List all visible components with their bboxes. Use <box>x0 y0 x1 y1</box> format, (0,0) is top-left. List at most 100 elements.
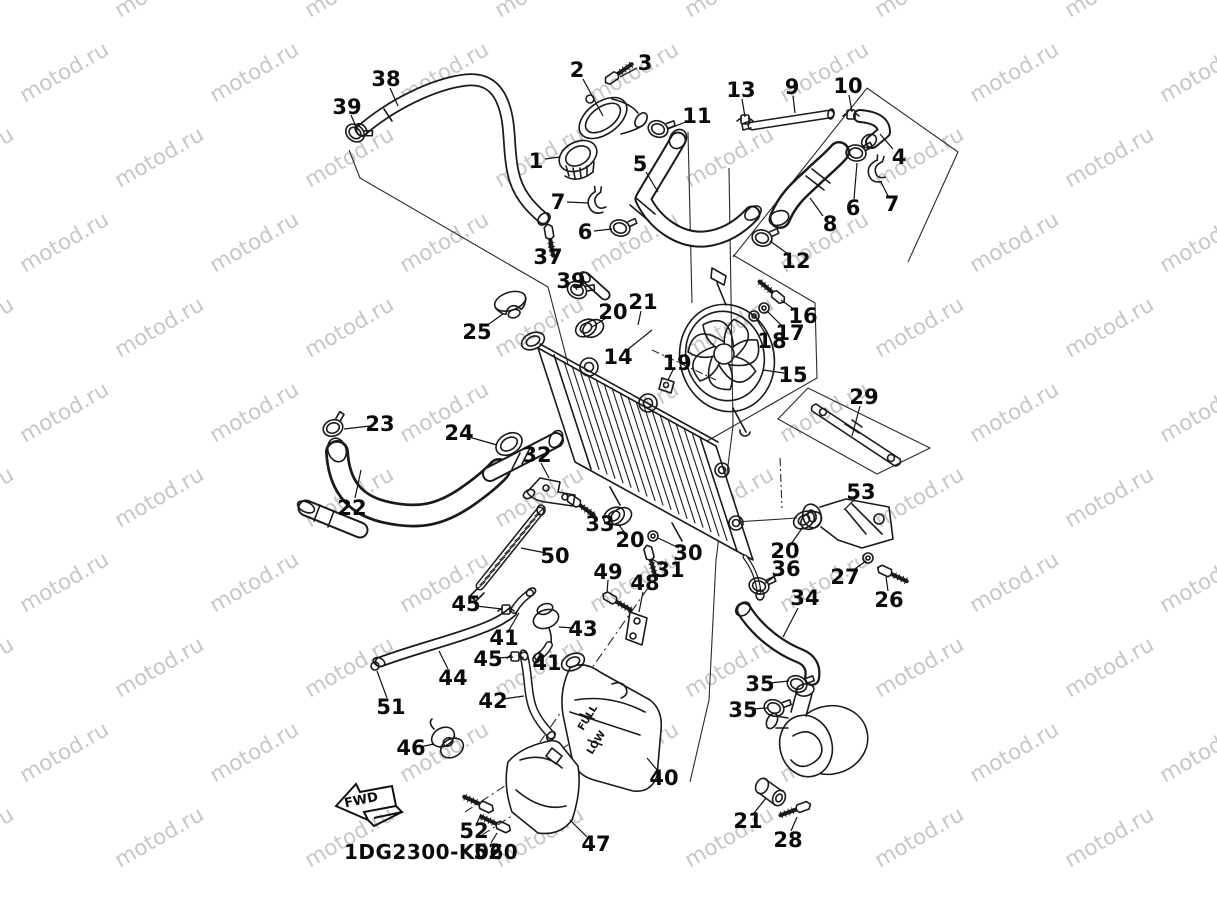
callout-label: 29 <box>849 385 878 409</box>
callout-label: 4 <box>892 145 907 169</box>
grommet-icon <box>602 506 633 527</box>
callout-label: 44 <box>438 666 467 690</box>
watermark-text: motod.ru <box>1061 292 1159 363</box>
thermostat-1 <box>558 139 598 180</box>
watermark-text: motod.ru <box>301 0 399 23</box>
bracket-32 <box>522 477 576 507</box>
watermark-text: motod.ru <box>0 292 18 363</box>
leader-line <box>343 425 371 430</box>
watermark-text: motod.ru <box>206 37 304 108</box>
leader-line <box>508 612 520 631</box>
watermark-text: motod.ru <box>111 802 209 873</box>
leader-line <box>848 94 853 113</box>
leader-line <box>438 650 449 670</box>
leader-line <box>606 579 609 594</box>
leader-line <box>753 797 767 814</box>
hose-clamp-icon <box>647 119 676 139</box>
spring-coil-line <box>504 543 516 555</box>
leader-line <box>646 757 659 772</box>
watermark-text: motod.ru <box>1061 0 1159 23</box>
grommet-46 <box>429 718 465 759</box>
hose-clamp-icon <box>763 698 792 718</box>
callout-label: 17 <box>775 321 804 345</box>
water-pipe <box>296 499 369 539</box>
leader-line <box>573 284 578 291</box>
callout-label: 41 <box>532 651 561 675</box>
spring-50 <box>469 504 546 602</box>
leader-line <box>751 707 768 710</box>
radiator-fin <box>635 400 672 510</box>
leader-line <box>485 313 504 327</box>
watermark-text: motod.ru <box>111 122 209 193</box>
leader-line <box>350 114 358 130</box>
radiator-fin <box>563 360 600 470</box>
elbow-41b <box>532 641 553 664</box>
watermark-text: motod.ru <box>1156 717 1217 788</box>
leader-line <box>809 197 824 217</box>
spring-coil-line <box>534 506 546 517</box>
leader-line <box>792 95 796 114</box>
watermark-text: motod.ru <box>206 717 304 788</box>
tank-cover-47 <box>505 739 580 835</box>
radiator-fin <box>643 405 680 515</box>
bolt-icon <box>604 61 634 85</box>
hose-clamp-icon <box>322 410 345 438</box>
leader-line <box>569 819 588 838</box>
callout-label: 34 <box>790 586 819 610</box>
washer-icon <box>748 310 760 322</box>
wire-clamp-icon <box>867 154 886 183</box>
watermark-text: motod.ru <box>871 0 969 23</box>
spring-coil-line <box>519 525 531 536</box>
callout-label: 33 <box>585 512 614 536</box>
callout-label: 11 <box>682 104 711 128</box>
leader-line <box>853 162 858 200</box>
callout-label: 7 <box>551 190 566 214</box>
leader-line <box>582 78 604 117</box>
leader-line <box>667 120 689 130</box>
callout-label: 6 <box>846 196 861 220</box>
radiator-fin <box>619 392 656 502</box>
watermark-text: motod.ru <box>871 802 969 873</box>
valve-43 <box>532 602 560 644</box>
watermark-text: motod.ru <box>1061 802 1159 873</box>
leader-line <box>645 171 659 193</box>
leader-line <box>389 87 399 107</box>
washer-icon <box>862 552 874 564</box>
watermark-text: motod.ru <box>681 802 779 873</box>
leader-line <box>548 237 551 249</box>
watermark-text: motod.ru <box>16 207 114 278</box>
watermark-text: motod.ru <box>966 547 1064 618</box>
leader-line <box>880 181 889 197</box>
leader-line <box>769 680 790 684</box>
radiator-fin <box>675 423 712 533</box>
leader-line <box>780 299 796 311</box>
watermark-text: motod.ru <box>206 207 304 278</box>
lower-hose-22 <box>325 429 564 528</box>
callout-label: 23 <box>365 412 394 436</box>
fan-blade <box>707 355 734 391</box>
watermark-text: motod.ru <box>111 292 209 363</box>
fan-blades <box>687 318 760 391</box>
leader-line <box>843 498 856 511</box>
watermark-text: motod.ru <box>16 377 114 448</box>
washer-icon <box>647 530 659 542</box>
callout-label: 42 <box>478 689 507 713</box>
leader-line <box>879 133 894 150</box>
callout-label: 21 <box>733 809 762 833</box>
watermark-text: motod.ru <box>871 292 969 363</box>
diagram-line-art <box>296 61 909 835</box>
bolt-icon <box>876 564 909 584</box>
callout-label: 46 <box>396 736 425 760</box>
leader-line <box>376 670 388 699</box>
fan-blade <box>723 318 750 358</box>
callout-label: 30 <box>673 541 702 565</box>
callout-label: 28 <box>773 828 802 852</box>
callout-label: 48 <box>630 571 659 595</box>
watermark-text: motod.ru <box>206 547 304 618</box>
callout-label: 7 <box>885 192 900 216</box>
leader-line <box>626 329 653 351</box>
callout-label: 47 <box>581 832 610 856</box>
callout-label: 6 <box>578 220 593 244</box>
fan-blade <box>728 339 760 367</box>
watermark-text: motod.ru <box>966 37 1064 108</box>
